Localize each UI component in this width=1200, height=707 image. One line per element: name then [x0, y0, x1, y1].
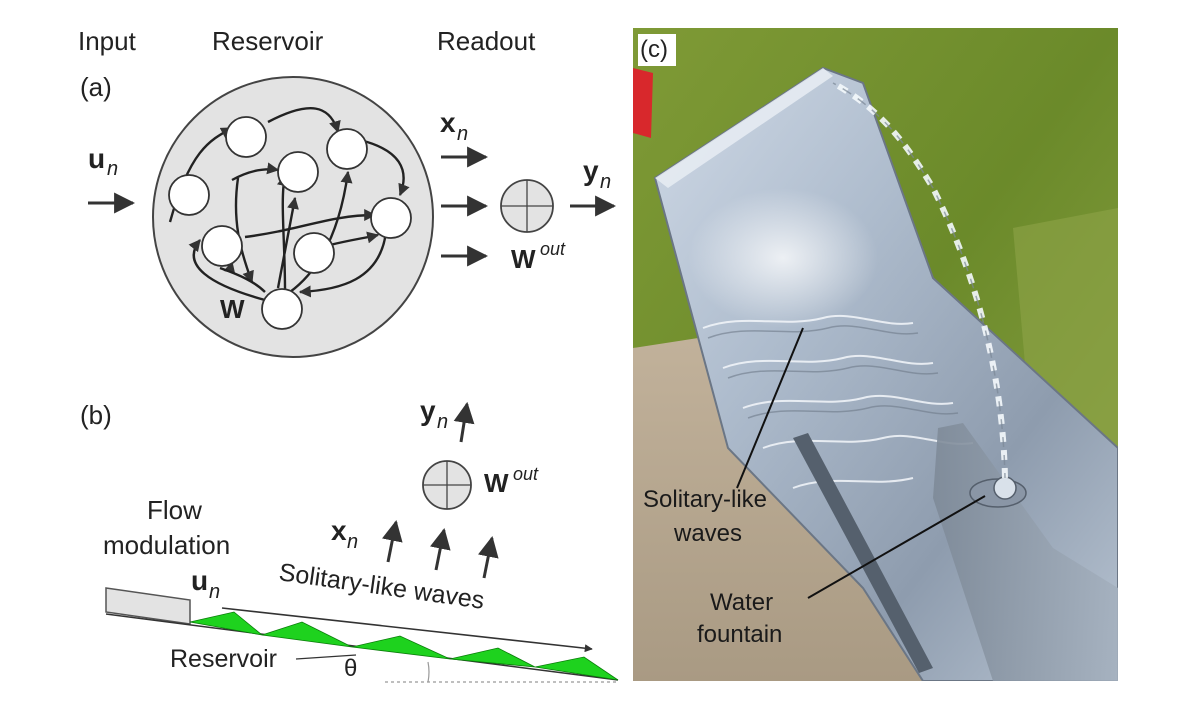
b-waves-label: Solitary-like waves — [277, 558, 486, 615]
node — [201, 225, 243, 267]
flow-modulation-box — [105, 587, 191, 625]
state-x-symbol: x — [440, 107, 456, 138]
reservoir-nodes — [168, 116, 412, 330]
b-reservoir-pointer — [295, 654, 357, 660]
panel-a-label: (a) — [80, 72, 112, 102]
reservoir-weight-w: W — [220, 294, 245, 324]
panel-c-label: (c) — [638, 34, 676, 66]
b-readout-sum-symbol — [422, 460, 472, 510]
readout-sum-symbol — [500, 179, 554, 233]
wave-propagation-arrow — [221, 607, 593, 653]
panel-b-diagram: y n W out x n u n Solitary-like waves Re… — [105, 400, 619, 683]
b-state-x-subscript: n — [347, 531, 358, 553]
b-state-x-symbol: x — [331, 515, 347, 546]
c-waves-line1: Solitary-like — [643, 486, 768, 513]
input-u-symbol: u — [88, 143, 105, 174]
b-readout-weight-out: out — [513, 464, 539, 484]
header-readout: Readout — [437, 26, 536, 56]
input-u-subscript: n — [107, 158, 118, 180]
fountain-pointer — [807, 495, 986, 599]
b-state-arrow-2 — [429, 527, 451, 571]
waves-pointer — [736, 327, 804, 489]
header-input: Input — [78, 26, 136, 56]
node — [168, 174, 210, 216]
b-input-u-symbol: u — [191, 565, 208, 596]
header-reservoir: Reservoir — [212, 26, 324, 56]
node — [277, 151, 319, 193]
flow-modulation-line1: Flow — [147, 495, 202, 525]
c-fountain-line1: Water — [710, 589, 774, 616]
readout-weight-out: out — [540, 239, 566, 259]
output-y-subscript: n — [600, 171, 611, 193]
flow-modulation-line2: modulation — [103, 530, 231, 560]
wave-train — [189, 611, 619, 681]
b-output-y-symbol: y — [420, 400, 436, 426]
angle-arc — [427, 661, 430, 683]
c-waves-line2: waves — [674, 520, 743, 547]
angle-theta: θ — [344, 655, 357, 682]
c-fountain-line2: fountain — [697, 621, 783, 648]
output-y-symbol: y — [583, 155, 599, 186]
b-state-arrow-3 — [477, 535, 499, 579]
b-output-y-subscript: n — [437, 411, 448, 433]
fountain-spout — [969, 476, 1027, 508]
b-input-u-subscript: n — [209, 581, 220, 603]
node — [293, 232, 335, 274]
state-x-subscript: n — [457, 123, 468, 145]
node — [225, 116, 267, 158]
b-state-arrow-1 — [381, 519, 403, 563]
panel-a-diagram: u n W x n W — [88, 76, 617, 358]
water-fountain-photo — [633, 28, 1118, 681]
b-output-arrow — [453, 401, 475, 443]
node — [261, 288, 303, 330]
b-reservoir-label: Reservoir — [170, 645, 277, 673]
readout-weight-w: W — [511, 244, 536, 274]
b-readout-weight-w: W — [484, 468, 509, 498]
node — [326, 128, 368, 170]
node — [370, 197, 412, 239]
panel-b-label: (b) — [80, 400, 112, 430]
